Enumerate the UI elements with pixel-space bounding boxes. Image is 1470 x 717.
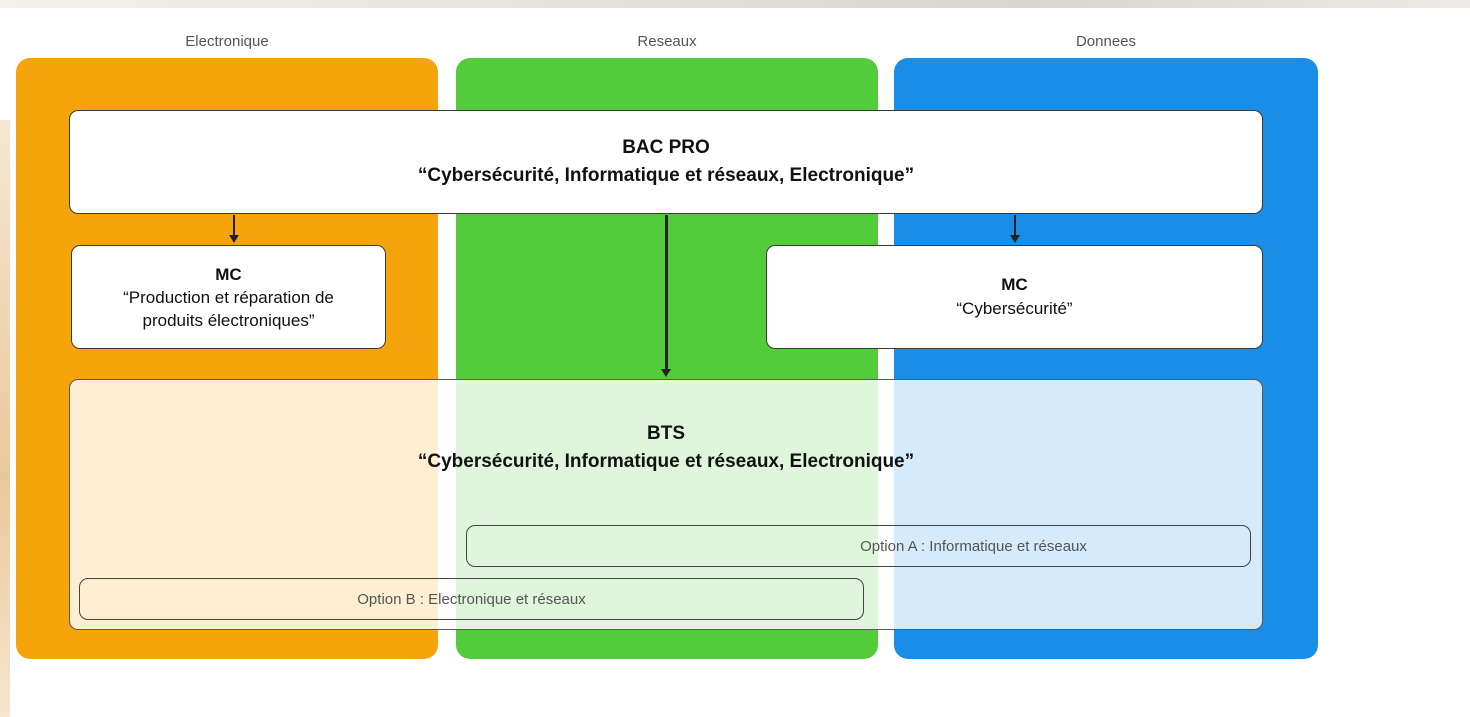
mc-production-line1: “Production et réparation de [123,287,334,307]
arrow-to-mc-left-head [229,235,239,243]
column-title-donnees: Donnees [1075,33,1137,50]
arrow-to-bts [665,215,668,371]
mc-production-line2: produits électroniques” [142,310,315,330]
bts-option-b: Option B : Electronique et réseaux [79,578,864,620]
bts-subtitle: “Cybersécurité, Informatique et réseaux,… [417,451,915,472]
mc-production-box: MC “Production et réparation de produits… [71,245,386,349]
bts-box [69,379,1263,630]
page-top-edge [0,0,1470,8]
bts-option-a: Option A : Informatique et réseaux [466,525,1251,567]
mc-production-title: MC [215,264,242,284]
arrow-to-mc-right [1014,215,1016,237]
column-title-electronique: Electronique [185,33,269,50]
bac-pro-subtitle: “Cybersécurité, Informatique et réseaux,… [417,165,915,186]
bts-heading: BTS “Cybersécurité, Informatique et rése… [69,420,1263,476]
bac-pro-box: BAC PRO “Cybersécurité, Informatique et … [69,110,1263,214]
mc-cybersecurite-title: MC [1001,275,1028,294]
arrow-to-mc-right-head [1010,235,1020,243]
bac-pro-title: BAC PRO [622,137,710,158]
mc-cybersecurite-box: MC “Cybersécurité” [766,245,1263,349]
arrow-to-bts-head [661,369,671,377]
arrow-to-mc-left [233,215,235,237]
page-left-edge [0,120,10,717]
bts-title: BTS [647,423,685,444]
mc-cybersecurite-subtitle: “Cybersécurité” [956,299,1073,318]
column-title-reseaux: Reseaux [637,33,697,50]
